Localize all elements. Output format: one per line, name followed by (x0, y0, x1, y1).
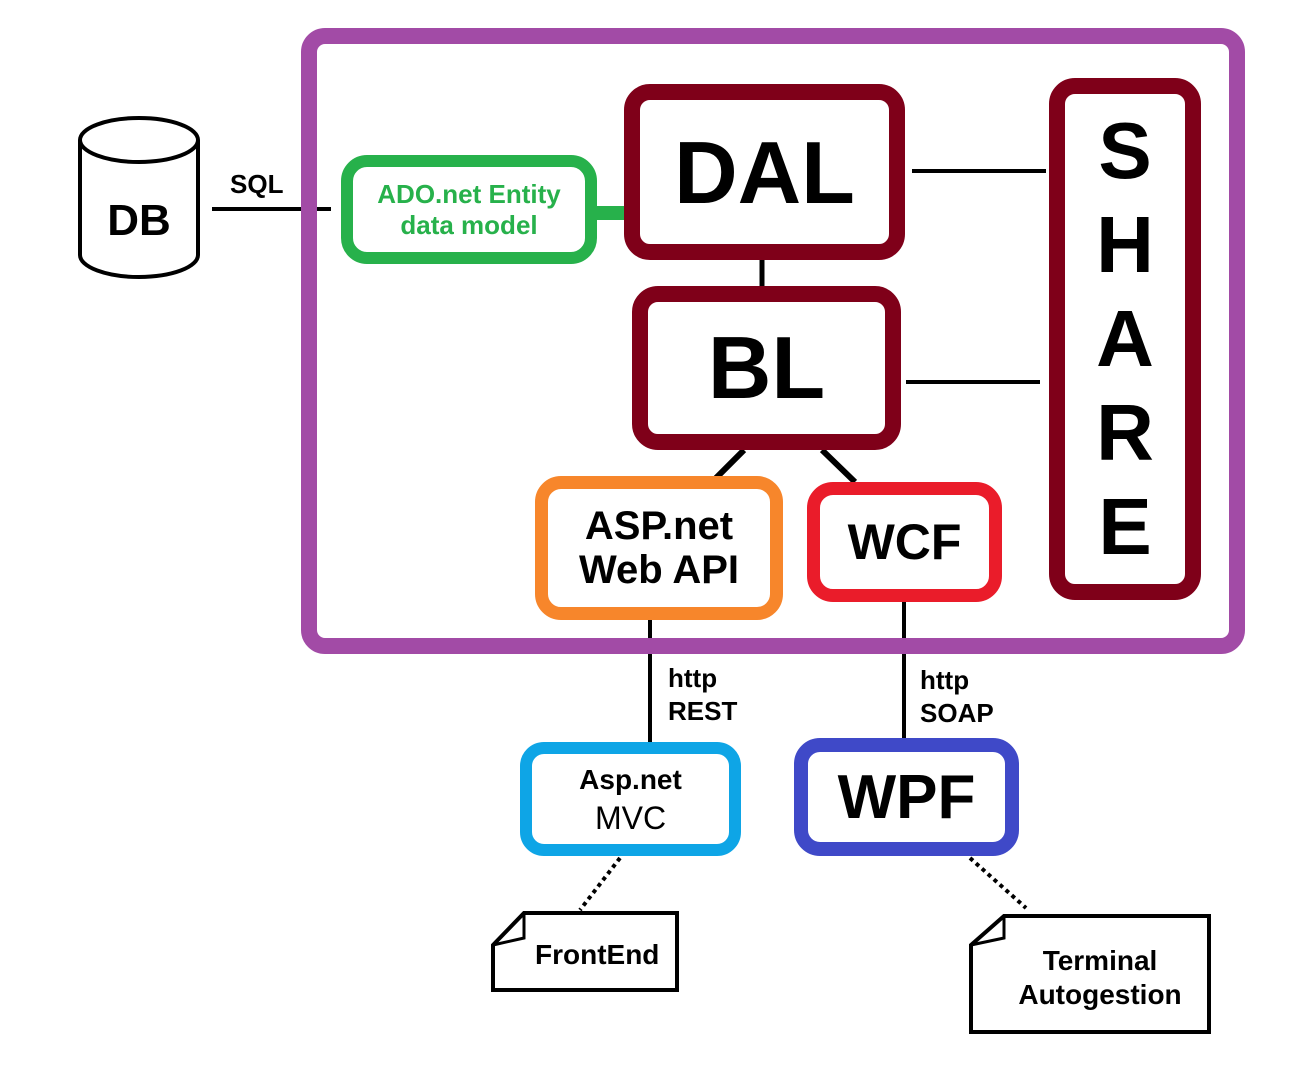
share-letter-a: A (1096, 294, 1154, 383)
system-boundary (301, 28, 1245, 654)
ado-line2: data model (400, 209, 538, 240)
sql-label: SQL (230, 169, 284, 199)
webapi-box[interactable]: ASP.net Web API (535, 476, 783, 620)
wcf-box[interactable]: WCF (807, 482, 1002, 602)
bl-wcf-connector (819, 447, 858, 485)
rest-line2: REST (668, 696, 738, 726)
bl-label: BL (707, 318, 826, 417)
terminal-note-label: Terminal Autogestion (1000, 944, 1200, 1012)
soap-link-label: http SOAP (920, 664, 994, 730)
webapi-line2: Web API (578, 548, 740, 592)
terminal-note-icon (969, 914, 1211, 1034)
rest-link-label: http REST (668, 662, 737, 728)
wpf-label: WPF (837, 762, 976, 832)
terminal-line2: Autogestion (1018, 979, 1182, 1010)
ado-line1: ADO.net Entity (377, 178, 561, 209)
rest-line1: http (668, 663, 718, 693)
soap-line2: SOAP (920, 698, 994, 728)
wcf-label: WCF (847, 514, 962, 570)
share-letter-h: H (1096, 200, 1154, 289)
share-box[interactable]: S H A R E (1049, 78, 1201, 600)
db-cylinder-icon (78, 116, 200, 279)
frontend-note-icon (491, 911, 679, 992)
mvc-frontend-dotted (578, 856, 622, 912)
wpf-box[interactable]: WPF (794, 738, 1019, 856)
bl-box[interactable]: BL (632, 286, 901, 450)
terminal-line1: Terminal (1042, 945, 1158, 976)
dal-label: DAL (674, 123, 855, 222)
mvc-line2: MVC (594, 800, 667, 836)
ado-entity-model-box[interactable]: ADO.net Entity data model (341, 155, 597, 264)
share-letter-e: E (1098, 482, 1152, 571)
wpf-terminal-dotted (968, 856, 1028, 910)
share-letter-r: R (1096, 388, 1154, 477)
soap-line1: http (920, 665, 970, 695)
bl-webapi-connector (713, 447, 747, 481)
share-letter-s: S (1098, 106, 1152, 195)
mvc-line1: Asp.net (579, 764, 682, 795)
frontend-note-label: FrontEnd (535, 939, 660, 970)
webapi-line1: ASP.net (584, 504, 734, 548)
mvc-box[interactable]: Asp.net MVC (520, 742, 741, 856)
dal-box[interactable]: DAL (624, 84, 905, 260)
db-label: DB (107, 196, 171, 245)
